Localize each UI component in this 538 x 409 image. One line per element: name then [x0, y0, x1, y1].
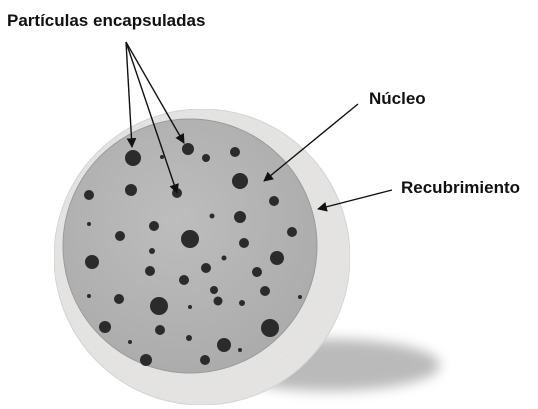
particle-18 — [239, 238, 249, 248]
particle-36 — [99, 321, 111, 333]
particle-22 — [179, 275, 189, 285]
particle-19 — [287, 227, 297, 237]
particle-39 — [217, 338, 231, 352]
particle-5 — [230, 147, 240, 157]
particle-16 — [149, 248, 155, 254]
particle-25 — [252, 267, 262, 277]
particle-12 — [115, 231, 125, 241]
particle-17 — [181, 230, 199, 248]
particle-9 — [232, 173, 248, 189]
particle-1 — [125, 150, 141, 166]
particle-31 — [188, 305, 192, 309]
particle-26 — [270, 251, 284, 265]
particle-23 — [201, 263, 211, 273]
particle-21 — [145, 266, 155, 276]
particle-10 — [269, 196, 279, 206]
particle-40 — [261, 319, 279, 337]
particle-29 — [114, 294, 124, 304]
particle-35 — [298, 295, 302, 299]
particle-37 — [155, 325, 165, 335]
particle-4 — [202, 154, 210, 162]
particle-2 — [182, 143, 194, 155]
particle-41 — [128, 340, 132, 344]
particle-33 — [239, 300, 245, 306]
particle-7 — [125, 184, 137, 196]
label-particles: Partículas encapsuladas — [7, 11, 205, 30]
particle-24 — [222, 256, 227, 261]
particle-43 — [200, 355, 210, 365]
label-core: Núcleo — [369, 89, 426, 108]
label-coating: Recubrimiento — [401, 178, 520, 197]
particle-38 — [186, 335, 192, 341]
particle-15 — [234, 211, 246, 223]
particle-27 — [210, 286, 218, 294]
particle-28 — [87, 294, 91, 298]
particle-32 — [214, 297, 223, 306]
particle-3 — [160, 155, 164, 159]
particle-44 — [238, 348, 242, 352]
particle-14 — [210, 214, 215, 219]
particle-42 — [140, 354, 152, 366]
particle-6 — [84, 190, 94, 200]
particle-11 — [87, 222, 91, 226]
particle-20 — [85, 255, 99, 269]
particle-30 — [150, 297, 168, 315]
particle-13 — [149, 221, 159, 231]
particle-34 — [260, 286, 270, 296]
